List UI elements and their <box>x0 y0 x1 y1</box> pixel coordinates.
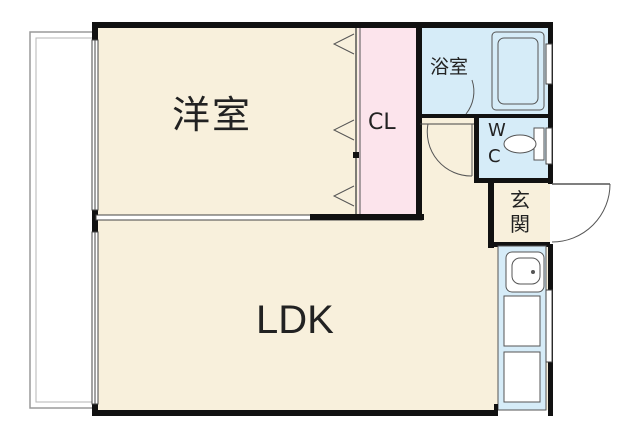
balcony <box>29 31 97 409</box>
entrance-label-1: 玄 <box>510 188 530 212</box>
bathtub <box>491 31 545 111</box>
entrance-door-swing <box>551 183 611 243</box>
bath-inner-swing <box>465 79 475 115</box>
closet-door-3 <box>332 185 355 207</box>
wall-kitchen-left <box>494 404 498 416</box>
western-room-label: 洋室 <box>172 93 253 137</box>
closet-label: CL <box>368 110 396 135</box>
wall-top <box>94 22 552 28</box>
wall-bath-bottom <box>420 114 550 118</box>
closet-door-1 <box>332 33 355 55</box>
kitchen-sink <box>503 295 541 347</box>
entrance <box>494 182 550 246</box>
wall-toilet-bottom <box>474 178 552 183</box>
toilet-label-c: C <box>488 146 501 167</box>
bath-window <box>545 43 553 85</box>
kitchen-stove <box>503 351 541 403</box>
wall-closet-bottom <box>310 214 424 220</box>
toilet-bowl <box>503 134 537 154</box>
bath-label: 浴室 <box>430 56 469 78</box>
entrance-label-2: 関 <box>510 212 530 236</box>
closet-post <box>353 152 359 158</box>
kitchen-sink-top <box>505 251 545 293</box>
wall-toilet-left <box>474 116 479 182</box>
wall-entrance-left <box>488 182 494 248</box>
closet-door-2 <box>332 119 355 141</box>
wall-bottom <box>92 410 498 416</box>
ldk-room <box>96 218 496 410</box>
western-room <box>96 26 358 218</box>
ldk-label: LDK <box>256 298 334 342</box>
toilet-label-w: W <box>488 120 506 141</box>
wall-entrance-bottom <box>488 242 550 247</box>
wall-closet-right <box>416 22 422 220</box>
toilet-window <box>545 127 553 165</box>
wall-right-upper <box>548 22 553 184</box>
bath-door-swing <box>426 123 473 177</box>
closet <box>358 26 420 218</box>
wall-left <box>92 22 98 416</box>
kitchen-window <box>545 289 553 363</box>
